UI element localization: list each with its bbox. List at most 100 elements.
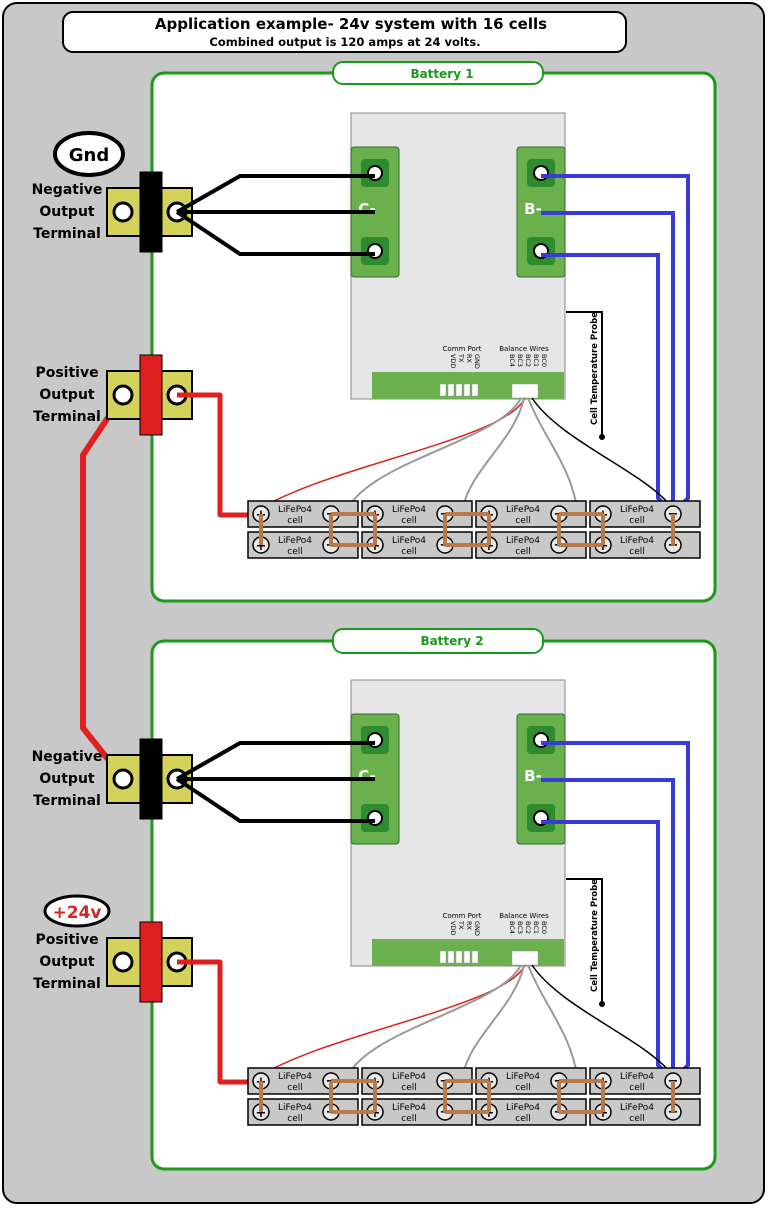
comm-port-pin: TX xyxy=(457,353,465,363)
terminal-label-line: Positive xyxy=(35,932,98,948)
comm-pin xyxy=(463,950,471,964)
cell-label-sub: cell xyxy=(287,1083,303,1093)
balance-wire-bc0 xyxy=(257,397,526,511)
temp-probe-label: Cell Temperature Probe xyxy=(590,879,600,992)
cell-label: LiFePo4 xyxy=(392,536,426,546)
comm-pin xyxy=(471,950,479,964)
cell-label-sub: cell xyxy=(287,516,303,526)
balance-wire-bc1 xyxy=(347,397,522,509)
cell-label-sub: cell xyxy=(515,547,531,557)
negative-wire-top xyxy=(176,174,375,214)
cell-label-sub: cell xyxy=(629,1083,645,1093)
balance-wire-bc2 xyxy=(462,964,525,1076)
balance-wire-bc1 xyxy=(347,964,522,1076)
cell-label: LiFePo4 xyxy=(506,505,540,515)
bms-pad-label: C- xyxy=(358,200,376,218)
terminal-sleeve xyxy=(139,921,163,1003)
terminal-label-line: Negative xyxy=(32,749,103,765)
cell-label: LiFePo4 xyxy=(620,536,654,546)
terminal-label-line: Output xyxy=(39,204,95,220)
terminal-label-line: Terminal xyxy=(33,409,101,425)
cell-label-sub: cell xyxy=(401,547,417,557)
plus24v-badge: +24v xyxy=(43,894,111,928)
cell-label-sub: cell xyxy=(629,547,645,557)
temp-probe-label: Cell Temperature Probe xyxy=(590,312,600,425)
temp-probe-tip xyxy=(599,434,605,440)
cell-label: LiFePo4 xyxy=(506,1103,540,1113)
comm-pin xyxy=(455,950,463,964)
cell-label: LiFePo4 xyxy=(620,505,654,515)
cell-label: LiFePo4 xyxy=(506,1072,540,1082)
comm-pin xyxy=(455,383,463,397)
cell-label-sub: cell xyxy=(401,1114,417,1124)
balance-connector xyxy=(511,950,539,966)
cell-label-sub: cell xyxy=(287,1114,303,1124)
comm-port-pin: RX xyxy=(465,921,473,931)
cell-label-sub: cell xyxy=(401,516,417,526)
cell-label-sub: cell xyxy=(629,516,645,526)
balance-pin: BC3 xyxy=(516,921,524,934)
comm-port-title: Comm Port xyxy=(443,345,482,353)
comm-pin xyxy=(439,950,447,964)
cell-label-sub: cell xyxy=(515,516,531,526)
b-minus-wire-2 xyxy=(541,211,675,513)
terminal-label-line: Terminal xyxy=(33,793,101,809)
cell-plus-sign: + xyxy=(256,1106,267,1121)
bms-pad-label: B- xyxy=(524,200,542,218)
cell-label: LiFePo4 xyxy=(392,1072,426,1082)
comm-port-title: Comm Port xyxy=(443,912,482,920)
balance-pin: BC3 xyxy=(516,354,524,367)
balance-wires-title: Balance Wires xyxy=(499,912,549,920)
balance-wire-bc2 xyxy=(462,397,525,509)
balance-wire-bc3 xyxy=(527,397,578,509)
comm-port-pin: VDD xyxy=(449,354,457,368)
terminal-hole-left xyxy=(112,201,134,223)
cell-label: LiFePo4 xyxy=(278,536,312,546)
cell-label-sub: cell xyxy=(515,1083,531,1093)
comm-pin xyxy=(447,383,455,397)
positive-wire xyxy=(177,959,258,1085)
comm-pin xyxy=(471,383,479,397)
battery2-label-tab: Battery 2 xyxy=(332,628,544,654)
balance-wire-bc0 xyxy=(257,964,526,1078)
comm-pin xyxy=(463,383,471,397)
cell-label-sub: cell xyxy=(401,1083,417,1093)
terminal-hole-left xyxy=(112,384,134,406)
cell-label: LiFePo4 xyxy=(506,536,540,546)
negative-wire-bottom xyxy=(175,777,375,823)
comm-port-pin: GND xyxy=(473,921,481,936)
cell-minus-sign: − xyxy=(668,1105,679,1120)
header-box: Application example- 24v system with 16 … xyxy=(62,11,627,53)
cell-label: LiFePo4 xyxy=(392,505,426,515)
comm-pin xyxy=(447,950,455,964)
balance-wire-bc3 xyxy=(527,964,578,1076)
gnd-badge: Gnd xyxy=(53,131,125,177)
comm-port-pin: RX xyxy=(465,354,473,364)
temp-probe-wire xyxy=(566,311,603,437)
plus24v-badge-text: +24v xyxy=(53,903,102,923)
temp-probe-wire xyxy=(566,878,603,1004)
comm-port-pin: TX xyxy=(457,920,465,930)
balance-pin: BC4 xyxy=(508,354,516,367)
negative-wire-top xyxy=(176,741,375,781)
b-minus-wire-2 xyxy=(541,778,675,1080)
terminal-label-line: Output xyxy=(39,387,95,403)
balance-pin: BC0 xyxy=(540,354,548,367)
terminal-sleeve xyxy=(139,171,163,253)
cell-label: LiFePo4 xyxy=(620,1103,654,1113)
bms-pad-label: C- xyxy=(358,767,376,785)
cell-label: LiFePo4 xyxy=(278,1072,312,1082)
cell-label-sub: cell xyxy=(629,1114,645,1124)
terminal-label-line: Output xyxy=(39,771,95,787)
terminal-hole-left xyxy=(112,768,134,790)
header-title: Application example- 24v system with 16 … xyxy=(155,15,547,33)
